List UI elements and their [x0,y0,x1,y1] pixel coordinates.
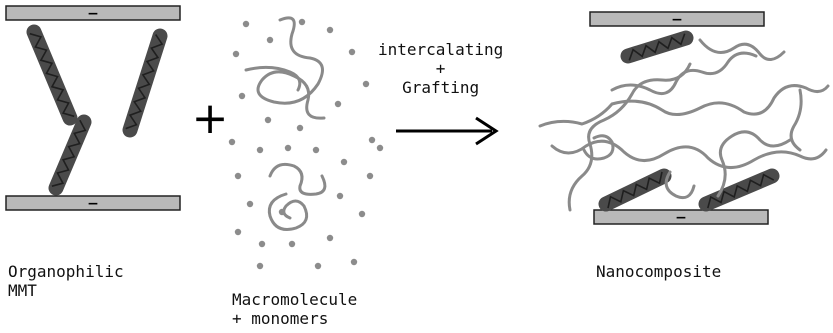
monomer-dot [239,93,245,99]
monomer-dot [235,173,241,179]
monomer-dot [335,101,341,107]
organic-stack [126,35,162,130]
plus-sign: + [192,93,229,144]
monomer-dot [315,263,321,269]
polymer-chain [269,194,306,230]
monomer-dot [265,117,271,123]
polymer-chain [540,86,828,126]
monomer-dot [285,145,291,151]
monomer-dot [289,241,295,247]
polymer-chain [246,67,300,90]
monomer-dot [341,159,347,165]
organic-stack [52,120,85,188]
polymer-chain [791,90,801,150]
monomer-dot [257,147,263,153]
organophilic-mmt-panel: − − [6,6,180,212]
monomer-dot [243,21,249,27]
monomer-dot [267,37,273,43]
monomer-dot [235,229,241,235]
monomer-dot [247,201,253,207]
monomer-dot [359,211,365,217]
nanocomposite-panel: − − [540,12,828,226]
process-label: intercalating+Grafting [378,40,503,97]
organic-stack [706,175,774,208]
macromolecule-monomers-label: Macromolecule+ monomers [232,290,357,328]
monomer-dot [229,139,235,145]
negative-charge-label: − [87,6,99,22]
reaction-arrow [396,118,496,144]
organic-stack [628,34,686,61]
monomer-dot [233,51,239,57]
monomer-dot [327,27,333,33]
monomer-dot [313,147,319,153]
monomer-dot [351,259,357,265]
monomer-dot [299,19,305,25]
monomer-dot [327,235,333,241]
macromolecule-monomer-panel [229,18,383,269]
polymer-chain [700,40,784,60]
monomer-dot [279,209,285,215]
polymer-chain [270,164,325,194]
monomer-dot [349,49,355,55]
monomer-dot [367,173,373,179]
organic-stack [30,32,74,118]
negative-charge-label: − [87,196,99,212]
monomer-dot [337,193,343,199]
monomer-dot [369,137,375,143]
monomer-dot [297,125,303,131]
monomer-dot [259,241,265,247]
negative-charge-label: − [675,210,687,226]
organic-stack [606,172,664,208]
monomer-dot [363,81,369,87]
negative-charge-label: − [671,12,683,28]
monomer-dot [257,263,263,269]
nanocomposite-label: Nanocomposite [596,262,721,281]
monomer-dot [377,145,383,151]
